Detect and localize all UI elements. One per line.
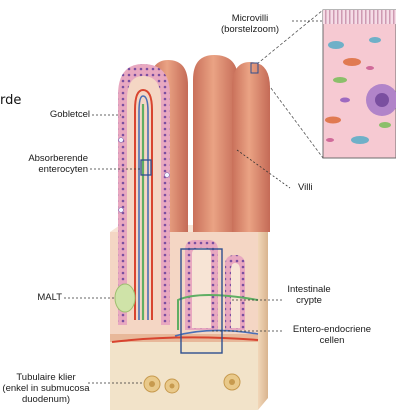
- label-tubulaire: Tubulaire klier: [0, 372, 92, 383]
- label-gobletcel: Gobletcel: [20, 109, 90, 120]
- label-entero-endocriene: Entero-endocriene: [286, 324, 378, 335]
- label-enkel-submucosa: (enkel in submucosa: [0, 383, 92, 394]
- label-intestinale: Intestinale: [278, 284, 340, 295]
- label-microvilli-line2: (borstelzoom): [208, 24, 292, 35]
- label-entero-endocriene-cellen: Entero-endocriene cellen: [286, 324, 378, 346]
- label-intestinale-crypte: Intestinale crypte: [278, 284, 340, 306]
- label-microvilli: Microvilli (borstelzoom): [208, 13, 292, 35]
- cropped-text-fragment: rde: [0, 93, 21, 108]
- label-cellen: cellen: [286, 335, 378, 346]
- label-enterocyten: enterocyten: [10, 164, 88, 175]
- label-tubulaire-klier: Tubulaire klier (enkel in submucosa duod…: [0, 372, 92, 405]
- label-duodenum: duodenum): [0, 394, 92, 405]
- label-villi: Villi: [298, 182, 313, 193]
- label-microvilli-line1: Microvilli: [208, 13, 292, 24]
- microvilli-inset: [323, 10, 396, 158]
- label-absorberende: Absorberende: [10, 153, 88, 164]
- label-absorberende-enterocyten: Absorberende enterocyten: [10, 153, 88, 175]
- malt-nodule: [115, 284, 135, 312]
- label-malt: MALT: [20, 292, 62, 303]
- label-crypte: crypte: [278, 295, 340, 306]
